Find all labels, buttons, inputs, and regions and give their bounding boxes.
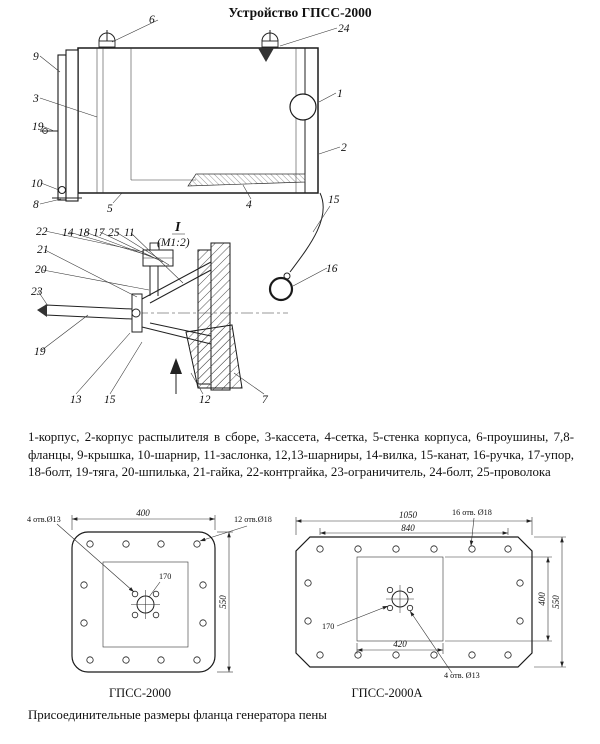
callout-rope-15b: 15 (104, 394, 116, 406)
limiter-lever (45, 304, 133, 320)
detail-title: I (М1:2) (157, 220, 190, 249)
callout-hinge-12: 12 (199, 394, 211, 406)
callout-hinge-13: 13 (70, 394, 82, 406)
left-cover (40, 49, 82, 202)
parts-list: 1-корпус, 2-корпус распылителя в сборе, … (28, 430, 574, 479)
callout-damper-11: 11 (124, 227, 135, 239)
label-small-rim-holes: 12 отв.Ø18 (234, 515, 272, 524)
callout-rope-15: 15 (328, 194, 340, 206)
dim-large-height: 550 (551, 595, 561, 609)
rope-and-handle (268, 192, 324, 302)
main-callout-leaders (39, 19, 341, 287)
flange-large-dimensions: 1050 840 16 отв. Ø18 400 550 170 (295, 508, 566, 680)
dim-small-center: 170 (159, 572, 171, 581)
callout-rod-19: 19 (32, 121, 44, 133)
flange-small-drawing: 400 550 4 отв.Ø13 12 отв.Ø18 170 (27, 508, 272, 673)
detail-callout-leaders (37, 230, 265, 395)
flange-large-drawing: 1050 840 16 отв. Ø18 400 550 170 (295, 508, 566, 680)
pull-ring (268, 276, 294, 302)
callout-flange-7: 7 (262, 394, 269, 406)
callout-wall-5: 5 (107, 203, 113, 215)
flange-small-dimensions: 400 550 4 отв.Ø13 12 отв.Ø18 170 (27, 508, 272, 673)
label-large-center-holes: 4 отв. Ø13 (444, 671, 480, 680)
callout-hinge-10: 10 (31, 178, 43, 190)
callout-stud-20: 20 (35, 264, 47, 276)
side-ring (289, 93, 317, 121)
callout-fork-14: 14 (62, 227, 74, 239)
dim-large-width: 1050 (399, 510, 418, 520)
dim-large-inner-height: 400 (537, 592, 547, 606)
callout-bolt-24: 24 (338, 23, 350, 35)
dim-large-center: 170 (322, 622, 334, 631)
dim-large-inner-width: 840 (401, 523, 415, 533)
callout-stop-17: 17 (93, 227, 106, 239)
callout-lugs: 6 (149, 14, 155, 26)
flange-large-label: ГПСС-2000А (351, 686, 423, 700)
callout-cassette: 3 (32, 93, 39, 105)
callout-handle-16: 16 (326, 263, 338, 275)
callout-limiter-23: 23 (31, 286, 43, 298)
dim-small-width: 400 (136, 508, 150, 518)
mesh-screen (131, 173, 306, 187)
assembly-drawing: 6 24 9 3 19 10 8 5 1 2 4 15 16 (31, 14, 350, 406)
dim-small-height: 550 (218, 595, 228, 609)
detail-scale: (М1:2) (157, 237, 190, 249)
callout-nut-21: 21 (37, 244, 49, 256)
cylinder-body (77, 47, 319, 194)
section-mark (258, 48, 274, 62)
callout-body-1: 1 (337, 88, 343, 100)
dim-large-bottom: 420 (393, 639, 407, 649)
detail-mark: I (174, 220, 181, 235)
flow-arrow (170, 358, 182, 374)
callout-wire-25: 25 (108, 227, 120, 239)
label-large-rim-holes: 16 отв. Ø18 (452, 508, 492, 517)
flange-small-label: ГПСС-2000 (108, 686, 172, 700)
detail-callouts: 22 14 18 17 25 11 21 20 23 19 13 15 12 7 (31, 226, 269, 406)
callout-bolt-18: 18 (78, 227, 90, 239)
callout-sprayer-2: 2 (341, 142, 347, 154)
figure-caption: Присоединительные размеры фланца генерат… (28, 708, 327, 722)
callout-locknut-22: 22 (36, 226, 48, 238)
label-small-center-holes: 4 отв.Ø13 (27, 515, 61, 524)
main-callouts: 6 24 9 3 19 10 8 5 1 2 4 15 16 (31, 14, 350, 275)
detail-view (37, 242, 288, 394)
page-title: Устройство ГПСС-2000 (228, 5, 372, 20)
flange-drawings: 400 550 4 отв.Ø13 12 отв.Ø18 170 (27, 508, 566, 680)
callout-flange-8: 8 (33, 199, 39, 211)
callout-mesh-4: 4 (246, 199, 252, 211)
flange-small-rim-holes (80, 540, 207, 664)
callout-rod-19b: 19 (34, 346, 46, 358)
lifting-lugs (98, 30, 279, 62)
callout-cover: 9 (33, 51, 39, 63)
flange-large-rim-holes (304, 545, 524, 659)
